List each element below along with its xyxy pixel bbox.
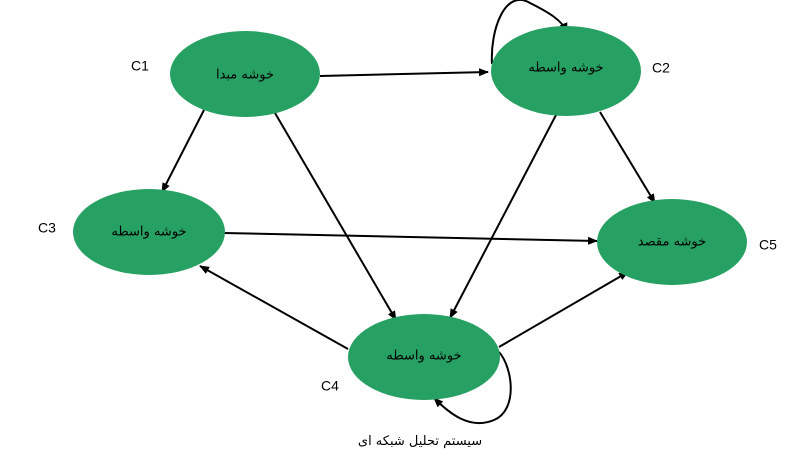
edge-c4-c3 xyxy=(199,265,349,350)
node-c5: خوشه مقصد C5 xyxy=(597,199,777,285)
edge-c2-self-loop xyxy=(490,0,568,65)
node-c2-ellipse xyxy=(491,26,641,116)
edge-c2-c5 xyxy=(599,111,656,204)
node-c1-label: خوشه مبدا xyxy=(216,68,274,83)
node-c2-label: خوشه واسطه xyxy=(528,61,603,76)
edge-c2-c4 xyxy=(449,114,557,319)
node-c1-ellipse xyxy=(170,31,320,117)
node-c3-label: خوشه واسطه xyxy=(111,225,186,240)
node-c4: خوشه واسطه C4 xyxy=(321,314,500,400)
edge-c1-c3 xyxy=(161,109,205,193)
node-c3-id: C3 xyxy=(38,220,56,236)
node-c4-label: خوشه واسطه xyxy=(386,349,461,364)
edge-c4-self-loop xyxy=(433,351,512,425)
edge-c1-c2 xyxy=(319,68,489,77)
node-c2-id: C2 xyxy=(652,60,670,76)
edge-c3-c5 xyxy=(223,232,598,245)
edge-c1-c4 xyxy=(274,112,397,321)
node-c1-id: C1 xyxy=(131,58,149,74)
node-c5-ellipse xyxy=(597,199,747,285)
node-c4-ellipse xyxy=(348,314,500,400)
node-c5-label: خوشه مقصد xyxy=(638,235,706,250)
edge-c4-c5 xyxy=(498,271,629,348)
node-c4-id: C4 xyxy=(321,378,339,394)
node-c5-id: C5 xyxy=(759,237,777,253)
node-c2: خوشه واسطه C2 xyxy=(491,26,670,116)
diagram-caption: سیستم تحلیل شبکه ای xyxy=(357,434,483,449)
node-c3: خوشه واسطه C3 xyxy=(38,189,225,275)
edges xyxy=(161,0,656,425)
node-c1: خوشه مبدا C1 xyxy=(131,31,320,117)
node-c3-ellipse xyxy=(73,189,225,275)
